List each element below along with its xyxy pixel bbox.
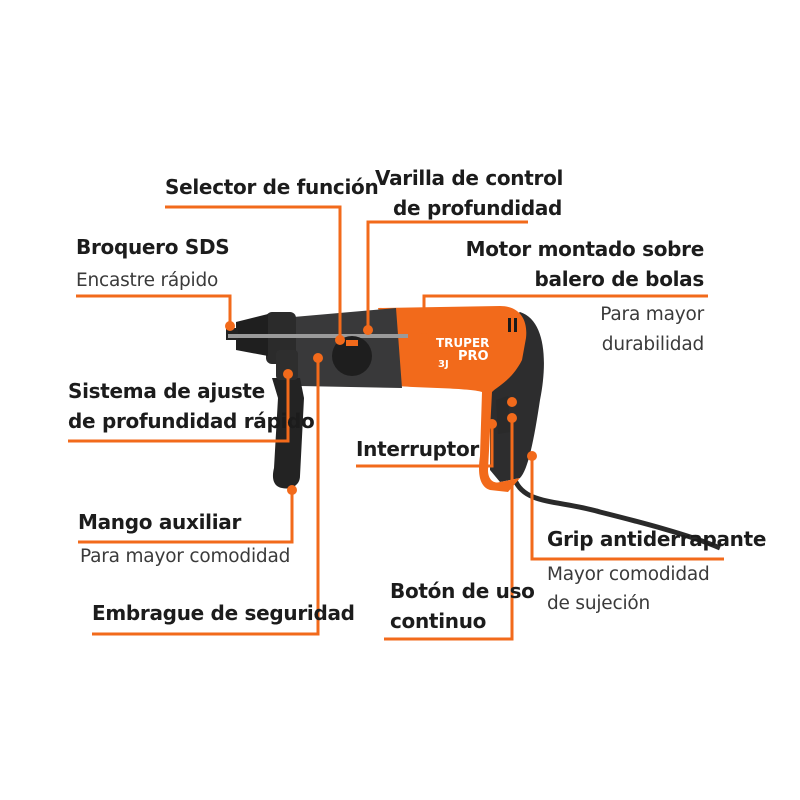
leader-lines	[68, 205, 724, 641]
grip-title: Grip antiderrapante	[547, 527, 767, 551]
broquero-title: Broquero SDS	[76, 235, 230, 259]
varilla-title-line1: Varilla de control	[375, 166, 564, 190]
broquero-subtitle: Encastre rápido	[76, 270, 219, 291]
selector-indicator	[346, 340, 358, 346]
sistema-ajuste-title-line1: Sistema de ajuste	[68, 379, 265, 403]
selector-funcion-title: Selector de función	[165, 175, 379, 199]
interruptor-title: Interruptor	[356, 437, 479, 461]
motor-sub-line2: durabilidad	[601, 334, 704, 355]
grip-stripes	[508, 318, 517, 332]
motor-sub-line1: Para mayor	[600, 304, 704, 325]
boton-title-line1: Botón de uso	[390, 579, 535, 603]
brand-logo: TRUPER PRO	[436, 336, 489, 364]
grip-sub-line1: Mayor comodidad	[547, 564, 710, 585]
depth-rod	[228, 334, 408, 338]
motor-title-line1: Motor montado sobre	[465, 237, 705, 261]
lock-on-button	[507, 397, 517, 407]
mango-subtitle: Para mayor comodidad	[80, 546, 291, 567]
mango-title: Mango auxiliar	[78, 510, 242, 534]
varilla-title-line2: de profundidad	[393, 196, 563, 220]
sistema-ajuste-title-line2: de profundidad rápido	[68, 409, 315, 433]
grip-sub-line2: de sujeción	[547, 593, 651, 614]
energy-badge: 3J	[438, 359, 449, 370]
motor-title-line2: balero de bolas	[534, 267, 705, 291]
brand-line2: PRO	[458, 349, 489, 364]
brand-line1: TRUPER	[436, 336, 490, 350]
embrague-title: Embrague de seguridad	[92, 601, 355, 625]
trigger	[496, 396, 510, 434]
leader-dots	[225, 321, 537, 495]
boton-title-line2: continuo	[390, 609, 487, 633]
function-selector-knob	[332, 336, 372, 376]
motor-housing	[378, 306, 527, 492]
